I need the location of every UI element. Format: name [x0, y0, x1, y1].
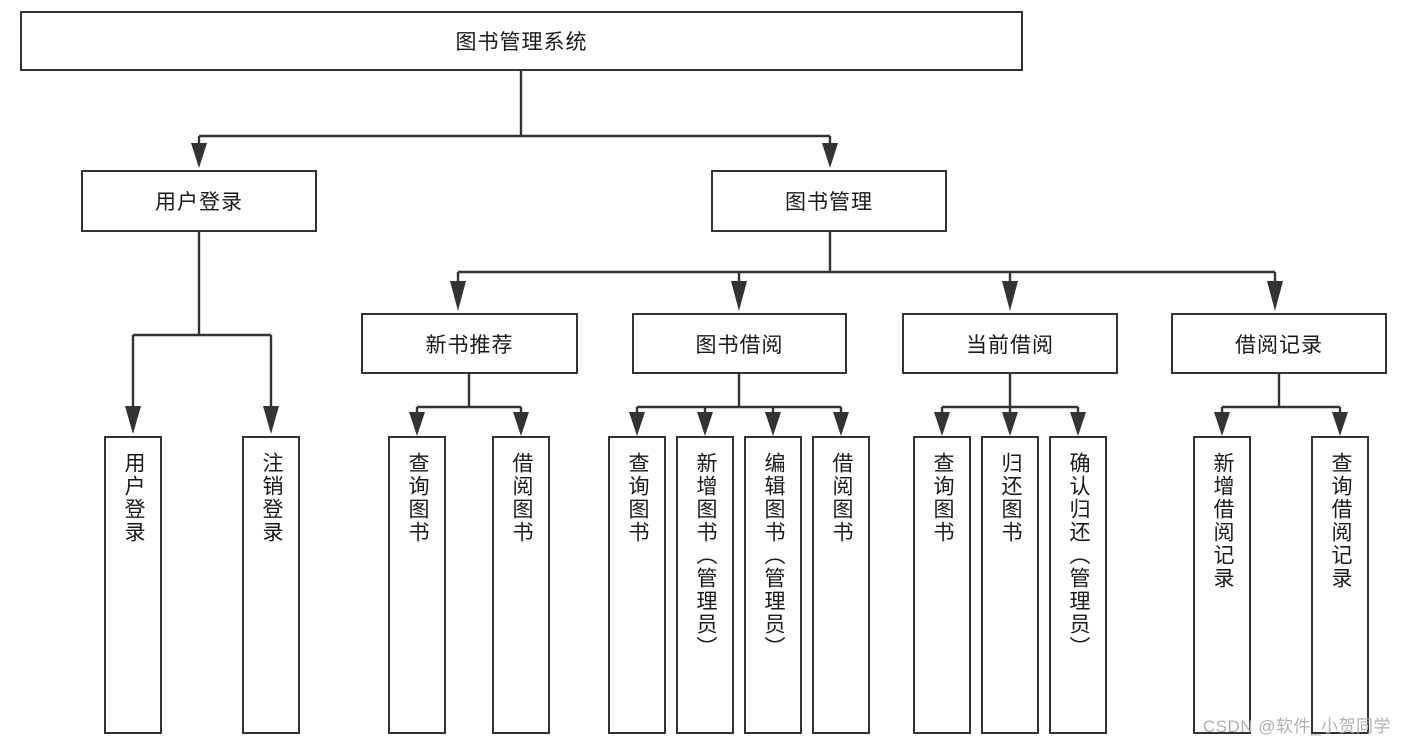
node-book-borrow-label: 图书借阅: [695, 333, 784, 357]
leaf-current-borrow-2-label: 归还图书: [999, 452, 1023, 544]
node-book-management-label: 图书管理: [785, 191, 873, 214]
arrowhead-user-leaf-2: [263, 406, 279, 434]
leaf-new-book-1-label: 查询图书: [406, 452, 430, 544]
node-new-book-recommend-label: 新书推荐: [425, 333, 514, 357]
leaf-borrow-book-1-label: 查询图书: [626, 452, 650, 544]
arrowhead-newbook-leaf-1: [409, 412, 425, 436]
node-root[interactable]: 图书管理系统: [20, 11, 1023, 71]
node-current-borrow[interactable]: 当前借阅: [902, 313, 1118, 374]
leaf-borrow-book-1[interactable]: 查询图书: [608, 436, 666, 734]
leaf-user-login-1-label: 用户登录: [122, 452, 146, 544]
leaf-borrow-book-3-label: 编辑图书（管理员）: [762, 452, 786, 659]
leaf-current-borrow-1-label: 查询图书: [931, 452, 955, 544]
leaf-borrow-book-3[interactable]: 编辑图书（管理员）: [744, 436, 802, 734]
leaf-current-borrow-1[interactable]: 查询图书: [913, 436, 971, 734]
arrowhead-currentborrow-leaf-2: [1002, 412, 1018, 436]
arrowhead-newbook-leaf-2: [513, 412, 529, 436]
arrowhead-borrow-record: [1267, 281, 1283, 311]
arrowhead-borrowbook-leaf-4: [833, 412, 849, 436]
leaf-new-book-2-label: 借阅图书: [510, 452, 534, 544]
leaf-borrow-record-1[interactable]: 新增借阅记录: [1193, 436, 1251, 734]
arrowhead-borrowbook-leaf-2: [697, 412, 713, 436]
arrowhead-borrowrecord-leaf-1: [1214, 412, 1230, 436]
arrowhead-book-management: [822, 143, 838, 168]
leaf-user-login-2[interactable]: 注销登录: [242, 436, 300, 734]
leaf-current-borrow-3-label: 确认归还（管理员）: [1067, 452, 1091, 659]
arrowhead-currentborrow-leaf-1: [934, 412, 950, 436]
arrowhead-new-book: [450, 281, 466, 311]
arrowhead-current-borrow: [1002, 281, 1018, 311]
node-user-login[interactable]: 用户登录: [81, 170, 317, 232]
leaf-new-book-1[interactable]: 查询图书: [388, 436, 446, 734]
leaf-user-login-2-label: 注销登录: [260, 452, 284, 544]
node-borrow-record[interactable]: 借阅记录: [1171, 313, 1387, 374]
leaf-new-book-2[interactable]: 借阅图书: [492, 436, 550, 734]
node-new-book-recommend[interactable]: 新书推荐: [361, 313, 578, 374]
watermark: CSDN @软件_小贺同学: [1202, 717, 1391, 736]
leaf-borrow-book-4[interactable]: 借阅图书: [812, 436, 870, 734]
arrowhead-borrowbook-leaf-3: [765, 412, 781, 436]
arrowhead-user-login: [191, 143, 207, 168]
leaf-user-login-1[interactable]: 用户登录: [104, 436, 162, 734]
arrowhead-user-leaf-1: [125, 406, 141, 434]
leaf-borrow-book-2-label: 新增图书（管理员）: [694, 452, 718, 659]
node-current-borrow-label: 当前借阅: [966, 333, 1054, 357]
arrowhead-currentborrow-leaf-3: [1070, 412, 1086, 436]
arrowhead-borrow-book: [731, 281, 747, 311]
node-book-borrow[interactable]: 图书借阅: [632, 313, 847, 374]
leaf-borrow-book-2[interactable]: 新增图书（管理员）: [676, 436, 734, 734]
node-root-label: 图书管理系统: [455, 31, 588, 54]
node-user-login-label: 用户登录: [155, 191, 243, 214]
node-borrow-record-label: 借阅记录: [1235, 333, 1323, 357]
leaf-borrow-book-4-label: 借阅图书: [830, 452, 854, 544]
leaf-borrow-record-2-label: 查询借阅记录: [1329, 452, 1353, 590]
leaf-current-borrow-2[interactable]: 归还图书: [981, 436, 1039, 734]
node-book-management[interactable]: 图书管理: [711, 170, 947, 232]
leaf-borrow-record-2[interactable]: 查询借阅记录: [1311, 436, 1369, 734]
arrowhead-borrowbook-leaf-1: [629, 412, 645, 436]
leaf-current-borrow-3[interactable]: 确认归还（管理员）: [1049, 436, 1107, 734]
leaf-borrow-record-1-label: 新增借阅记录: [1211, 452, 1235, 590]
arrowhead-borrowrecord-leaf-2: [1332, 412, 1348, 436]
